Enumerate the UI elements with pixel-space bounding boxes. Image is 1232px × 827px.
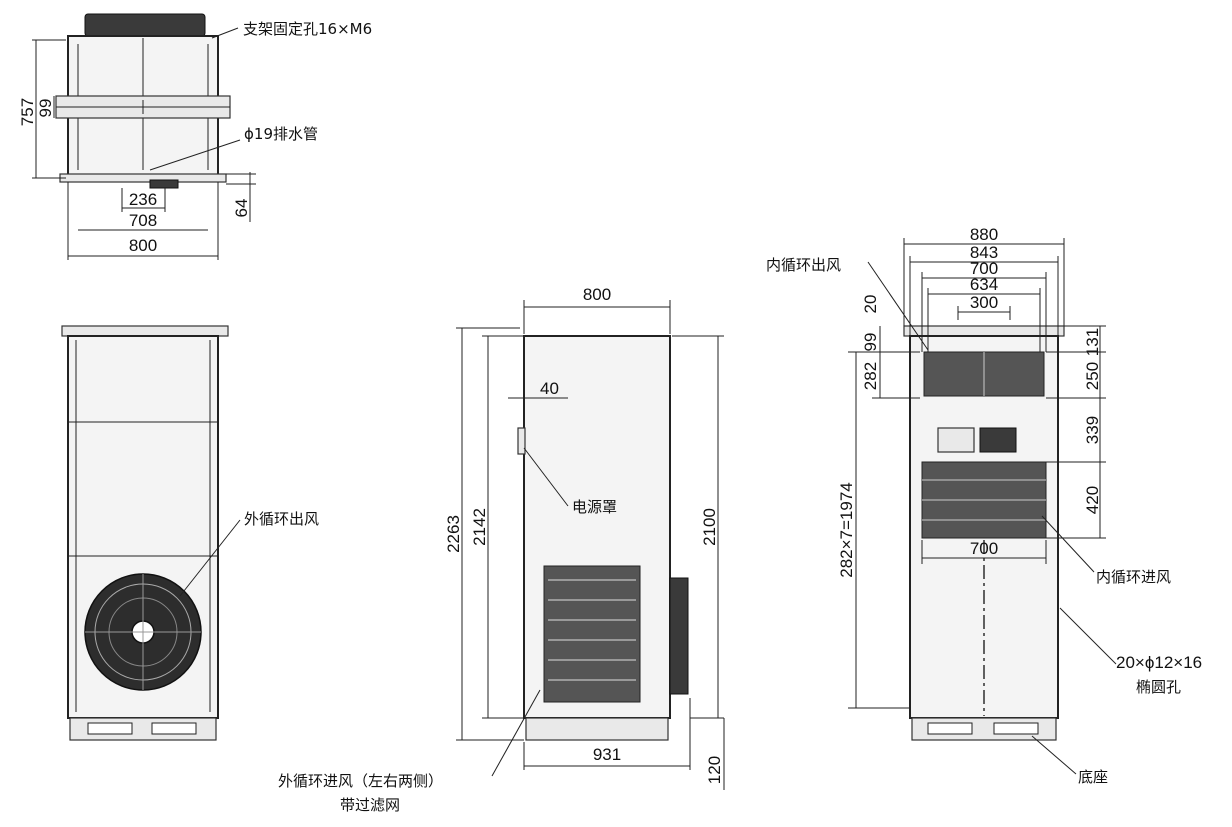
side-dim-2100: 2100	[700, 508, 719, 546]
front-dim-843: 843	[970, 243, 998, 262]
outer-inlet-label-line2: 带过滤网	[340, 796, 400, 814]
front-dim-634: 634	[970, 275, 998, 294]
front-dim-420: 420	[1083, 486, 1102, 514]
front-dim-339: 339	[1083, 416, 1102, 444]
side-fan-housing	[669, 577, 689, 695]
slots-label-line2: 椭圆孔	[1136, 678, 1181, 696]
outer-outlet-label: 外循环出风	[244, 510, 319, 528]
top-dim-64: 64	[232, 199, 251, 218]
front-dim-20: 20	[861, 295, 880, 314]
top-base-plate	[59, 173, 227, 183]
inner-outlet-label: 内循环出风	[766, 256, 841, 274]
control-panel-left	[937, 427, 975, 453]
power-cover-label: 电源罩	[572, 498, 617, 516]
front-dim-131: 131	[1083, 328, 1102, 356]
front-dim-250: 250	[1083, 362, 1102, 390]
top-dim-708: 708	[129, 211, 157, 230]
side-dim-120: 120	[705, 756, 724, 784]
rear-view: 外循环出风	[61, 325, 319, 741]
front-dim-282: 282	[861, 362, 880, 390]
side-dim-2142: 2142	[470, 508, 489, 546]
side-dim-2263: 2263	[444, 515, 463, 553]
inner-inlet-label: 内循环进风	[1096, 568, 1171, 586]
front-dim-880: 880	[970, 225, 998, 244]
drain-pipe-label: ϕ19排水管	[244, 125, 318, 143]
base-label: 底座	[1078, 768, 1108, 786]
front-dim-pitch: 282×7=1974	[837, 482, 856, 578]
slots-label-line1: 20×ϕ12×16	[1116, 653, 1202, 672]
front-dim-700-top: 700	[970, 259, 998, 278]
controller-display	[979, 427, 1017, 453]
rear-top-cap	[61, 325, 229, 337]
side-base	[525, 717, 669, 741]
drain-pipe	[149, 179, 179, 189]
side-dim-800: 800	[583, 285, 611, 304]
front-dim-700-mid: 700	[970, 539, 998, 558]
front-dim-300: 300	[970, 293, 998, 312]
top-dim-757: 757	[18, 98, 37, 126]
top-fan-guard	[84, 13, 206, 37]
outer-inlet-label-line1: 外循环进风（左右两侧）	[278, 772, 443, 790]
side-view: 800 40 2263 2142 2100 931 120 电源罩 外循环进风（…	[278, 285, 725, 814]
side-dim-40: 40	[540, 379, 559, 398]
bracket-holes-label: 支架固定孔16×M6	[243, 20, 372, 38]
outer-inlet-filter	[543, 565, 641, 703]
top-dim-99: 99	[36, 99, 55, 118]
front-dim-99: 99	[861, 333, 880, 352]
top-view: 支架固定孔16×M6 ϕ19排水管 757 99 236 708 800 64	[18, 13, 372, 260]
power-cover	[517, 427, 526, 455]
top-dim-800: 800	[129, 236, 157, 255]
side-dim-931: 931	[593, 745, 621, 764]
top-dim-236: 236	[129, 190, 157, 209]
front-view: 880 843 700 634 300 20 99 282 282×7=1974…	[766, 225, 1202, 786]
